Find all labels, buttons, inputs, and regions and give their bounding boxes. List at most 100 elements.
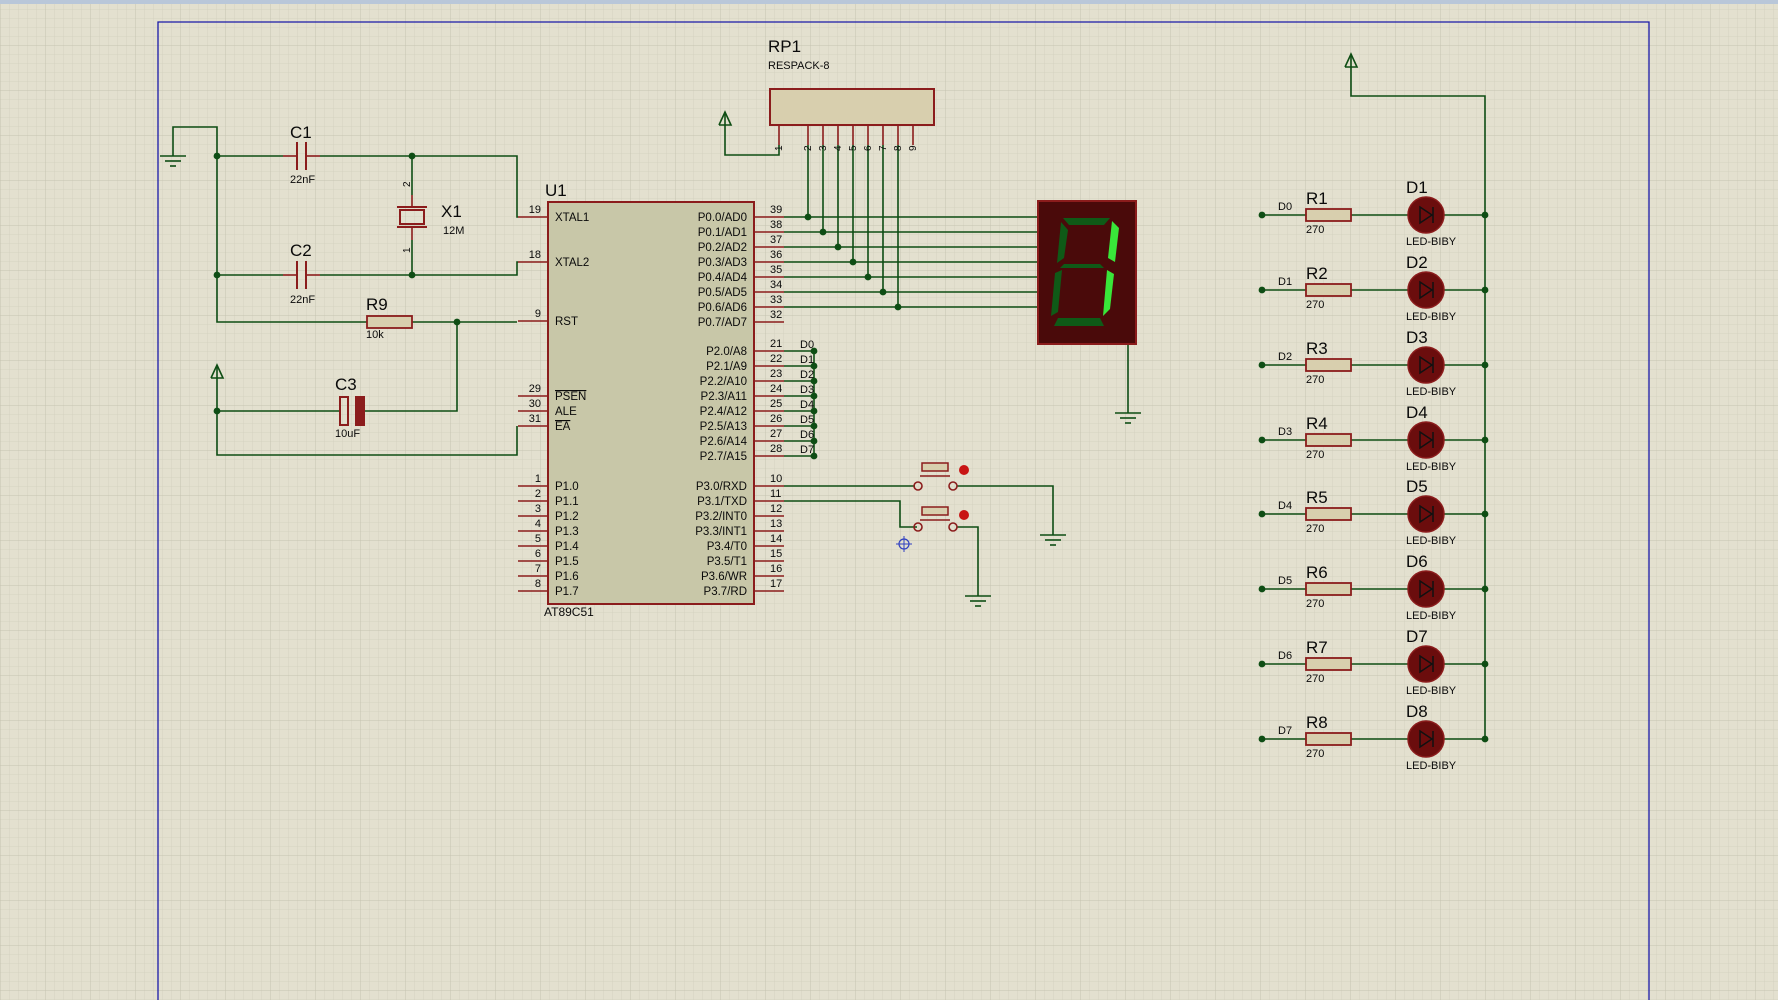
u1-pin-name: P1.4	[555, 541, 579, 553]
resistor-value: 270	[1306, 374, 1324, 386]
u1-pin-name: P2.4/A12	[700, 406, 747, 418]
led-ref: D3	[1406, 328, 1428, 347]
junction	[1481, 510, 1489, 518]
led-common-rail	[1350, 69, 1486, 738]
u1-pin-name: P3.1/TXD	[697, 496, 747, 508]
p2-net-label: D4	[800, 399, 814, 411]
u1-pin-name: P0.1/AD1	[698, 227, 747, 239]
u1-pin-number: 31	[529, 413, 541, 425]
resistor-R8	[1305, 732, 1352, 746]
led-value: LED-BIBY	[1406, 311, 1457, 323]
u1-pin-number: 7	[535, 563, 541, 575]
btn1-gnd-wire	[957, 485, 1054, 527]
x1-pin-top-label: 2	[402, 181, 413, 187]
segment-f	[1057, 222, 1068, 263]
button-contact	[948, 481, 958, 491]
left-rail-wire	[172, 126, 367, 323]
u1-pin-number: 4	[535, 518, 541, 530]
r9-ref-label: R9	[366, 295, 388, 314]
u1-pin-number: 1	[535, 473, 541, 485]
led-value: LED-BIBY	[1406, 685, 1457, 697]
pushbutton-p31	[921, 506, 949, 516]
window-top-edge	[0, 0, 1778, 4]
button-indicator	[959, 465, 969, 475]
u1-pin-name: EA	[555, 421, 571, 433]
resistor-R1	[1305, 208, 1352, 222]
u1-pin-name: P3.0/RXD	[696, 481, 747, 493]
u1-pin-name: XTAL1	[555, 212, 589, 224]
rp1-body	[769, 88, 935, 126]
led-diode-triangle	[1419, 205, 1434, 225]
u1-pin-name: ALE	[555, 406, 577, 418]
junction	[1481, 361, 1489, 369]
led-ref: D5	[1406, 477, 1428, 496]
u1-pin-number: 38	[770, 219, 782, 231]
u1-pin-number: 27	[770, 428, 782, 440]
p2-net-label: D7	[800, 444, 814, 456]
rp1-pin-number: 5	[848, 145, 859, 151]
resistor-ref: R5	[1306, 488, 1328, 507]
resistor-value: 270	[1306, 523, 1324, 535]
segment-d	[1054, 318, 1104, 326]
u1-pin-name: P2.0/A8	[706, 346, 747, 358]
led-D1	[1407, 196, 1445, 234]
junction	[213, 271, 221, 279]
led-diode-triangle	[1419, 280, 1434, 300]
xtal2-wire	[320, 261, 518, 276]
u1-pin-name: P1.0	[555, 481, 579, 493]
button-contact	[913, 522, 923, 532]
led-diode-triangle	[1419, 504, 1434, 524]
c1-ref-label: C1	[290, 123, 312, 142]
u1-pin-name: P0.7/AD7	[698, 317, 747, 329]
resistor-ref: R3	[1306, 339, 1328, 358]
led-D4	[1407, 421, 1445, 459]
p31-wire	[784, 500, 917, 528]
u1-pin-name: P2.5/A13	[700, 421, 747, 433]
ground-btn1	[1040, 527, 1066, 546]
led-net-label: D4	[1278, 500, 1292, 512]
c3-value-label: 10uF	[335, 428, 360, 440]
led-value: LED-BIBY	[1406, 610, 1457, 622]
p2-net-label: D2	[800, 369, 814, 381]
u1-pin-number: 16	[770, 563, 782, 575]
led-ref: D6	[1406, 552, 1428, 571]
junction	[1481, 660, 1489, 668]
x1-pin-bottom-label: 1	[402, 247, 413, 253]
led-D8	[1407, 720, 1445, 758]
power-leds	[1344, 52, 1359, 69]
x1-ref-label: X1	[441, 202, 462, 221]
u1-pin-name: P2.7/A15	[700, 451, 747, 463]
led-ref: D2	[1406, 253, 1428, 272]
rp1-pin-number: 4	[833, 145, 844, 151]
p2-net-label: D1	[800, 354, 814, 366]
junction	[1481, 735, 1489, 743]
u1-pin-number: 23	[770, 368, 782, 380]
u1-pin-name: P1.7	[555, 586, 579, 598]
u1-pin-number: 10	[770, 473, 782, 485]
segment-c	[1103, 270, 1114, 316]
u1-pin-name: P0.2/AD2	[698, 242, 747, 254]
rp1-pin1-wire	[724, 127, 780, 156]
led-net-label: D3	[1278, 426, 1292, 438]
u1-pin-number: 18	[529, 249, 541, 261]
led-value: LED-BIBY	[1406, 236, 1457, 248]
u1-pin-number: 36	[770, 249, 782, 261]
segment-e	[1051, 270, 1062, 316]
u1-pin-number: 29	[529, 383, 541, 395]
u1-pin-name: PSEN	[555, 391, 586, 403]
c3-ref-label: C3	[335, 375, 357, 394]
u1-pin-number: 39	[770, 204, 782, 216]
led-net-label: D7	[1278, 725, 1292, 737]
p2-net-label: D0	[800, 339, 814, 351]
u1-pin-number: 33	[770, 294, 782, 306]
led-net-label: D1	[1278, 276, 1292, 288]
rp1-pin-number: 6	[863, 145, 874, 151]
led-ref: D8	[1406, 702, 1428, 721]
u1-pin-name: RST	[555, 316, 578, 328]
u1-pin-name: P3.6/WR	[701, 571, 747, 583]
resistor-value: 270	[1306, 449, 1324, 461]
resistor-ref: R8	[1306, 713, 1328, 732]
